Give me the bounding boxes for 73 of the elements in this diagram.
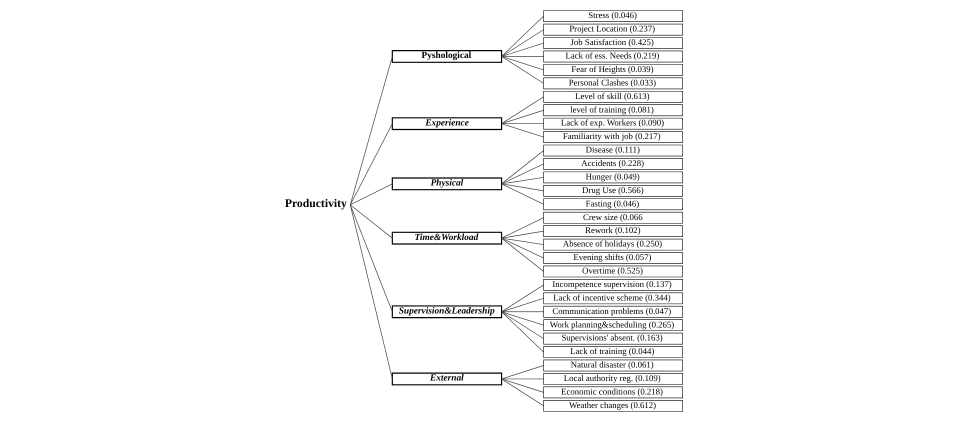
connector: [500, 378, 544, 393]
connector: [500, 42, 544, 57]
node-box: Fasting (0.046): [542, 198, 682, 210]
node-box: Economic conditions (0.218): [542, 386, 682, 398]
connector: [500, 16, 544, 57]
connector: [500, 378, 544, 380]
node-box: Supervision&Leadership: [391, 305, 502, 318]
node-box: Natural disaster (0.061): [542, 360, 682, 372]
node-box: Crew size (0.066: [542, 212, 682, 224]
node-box: Physical: [391, 177, 502, 190]
node-box: level of training (0.081): [542, 104, 682, 116]
node-box: Fear of Heights (0.039): [542, 64, 682, 76]
connector: [500, 150, 544, 184]
node-box: Hunger (0.049): [542, 172, 682, 184]
connector: [500, 311, 544, 352]
node-box: Lack of exp. Workers (0.090): [542, 118, 682, 130]
connector: [349, 204, 392, 312]
node-box: Level of skill (0.613): [542, 90, 682, 103]
connector: [500, 164, 544, 184]
node-box: Rework (0.102): [542, 225, 682, 237]
connector: [500, 217, 544, 239]
connector: [500, 56, 544, 70]
connector: [500, 56, 544, 84]
connector: [500, 110, 544, 124]
node-box: Supervisions' absent. (0.163): [542, 332, 682, 344]
connector: [500, 177, 544, 184]
connector: [500, 230, 544, 239]
node-box: Job Satisfaction (0.425): [542, 37, 682, 49]
connector: [500, 123, 544, 138]
connector: [500, 183, 544, 192]
node-box: Work planning&scheduling (0.265): [542, 319, 682, 332]
node-box: Time&Workload: [391, 232, 502, 245]
node-text: Productivity: [284, 197, 346, 210]
connector: [500, 238, 544, 245]
connector: [349, 183, 392, 206]
node-box: Disease (0.111): [542, 144, 682, 156]
connector: [500, 311, 544, 339]
node-box: Personal Clashes (0.033): [542, 78, 682, 90]
connector: [349, 123, 392, 206]
node-box: Communication problems (0.047): [542, 306, 682, 318]
node-box: Weather changes (0.612): [542, 400, 682, 412]
node-box: Stress (0.046): [542, 10, 682, 22]
node-box: Familiarity with job (0.217): [542, 131, 682, 143]
node-box: Experience: [391, 117, 502, 130]
connector: [500, 183, 544, 205]
connector: [500, 311, 544, 312]
node-box: Drug Use (0.566): [542, 185, 682, 197]
connector: [500, 238, 544, 258]
node-box: Evening shifts (0.057): [542, 252, 682, 264]
node-box: External: [391, 372, 502, 386]
connector: [500, 96, 544, 124]
node-box: Absence of holidays (0.250): [542, 238, 682, 250]
node-box: Accidents (0.228): [542, 158, 682, 170]
node-box: Overtime (0.525): [542, 266, 682, 278]
connector: [500, 123, 544, 124]
node-box: Lack of incentive scheme (0.344): [542, 292, 682, 304]
connector: [500, 378, 544, 406]
connector: [500, 29, 544, 57]
connector: [500, 311, 544, 326]
node-box: Lack of training (0.044): [542, 346, 682, 358]
node-box: Pyshological: [391, 50, 502, 63]
connector: [500, 238, 544, 272]
node-box: Incompetence supervision (0.137): [542, 279, 682, 291]
connector: [349, 56, 392, 206]
connector: [500, 56, 544, 57]
connector: [349, 204, 392, 239]
node-box: Lack of ess. Needs (0.219): [542, 50, 682, 62]
connector: [349, 204, 392, 380]
connector: [500, 298, 544, 312]
connector: [500, 284, 544, 312]
node-box: Local authority reg. (0.109): [542, 373, 682, 385]
node-box: Project Location (0.237): [542, 24, 682, 36]
connector: [500, 365, 544, 380]
